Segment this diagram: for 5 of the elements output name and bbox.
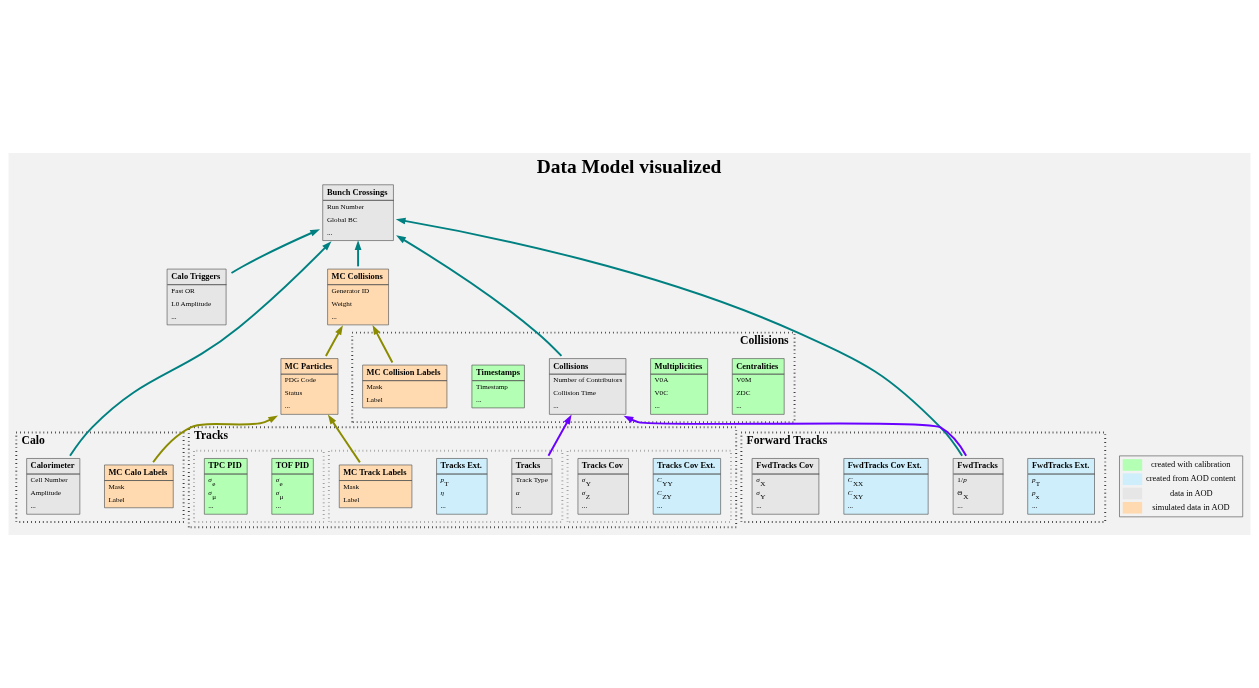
legend-label: created with calibration — [1150, 459, 1231, 470]
diagram-title: Data Model visualized — [536, 156, 722, 178]
legend-label: data in AOD — [1170, 487, 1213, 498]
legend-label: simulated data in AOD — [1152, 501, 1230, 512]
legend-label: created from AOD content — [1146, 473, 1236, 484]
